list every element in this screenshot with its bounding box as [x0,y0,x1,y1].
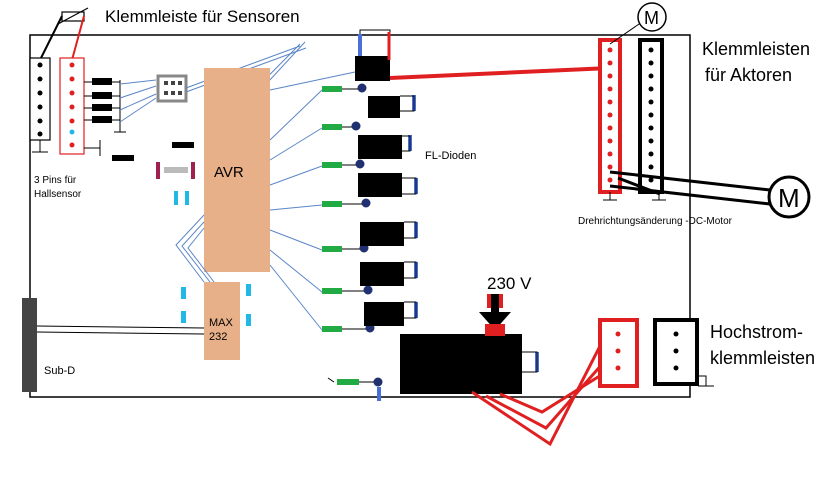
top-motor-symbol: M [644,8,659,28]
cyan-cap-a [174,191,178,205]
top-motor-icon [637,2,667,32]
top-motor-wire [609,21,643,45]
max-cap-1 [181,287,186,299]
power-wires-red [471,345,607,447]
hochstrom-label-1: Hochstrom- [710,322,803,342]
avr-max-wires [175,214,215,283]
sensor-terminal-black [29,57,51,153]
max232-label-2: 232 [209,331,227,343]
avr-output-wires [269,71,356,331]
sensor-terminal-title: Klemmleiste für Sensoren [105,7,300,26]
capacitor-2 [172,142,194,148]
avr-chip [204,68,270,272]
max-cap-2 [181,311,186,323]
direction-change-label: Drehrichtungsänderung -DC-Motor [578,216,733,227]
max232-chip [204,282,240,360]
hochstrom-terminal-black [653,318,714,387]
sensor-resistor-icon [39,7,89,61]
dc-motor-wires [609,170,771,206]
capacitor-1 [112,155,134,161]
actuator-wire-red [389,66,611,80]
actuator-terminal-black [638,38,664,194]
actuator-terminal-red [598,38,622,194]
avr-label: AVR [214,164,244,181]
hochstrom-terminal-red [598,318,639,388]
subd-connector [22,298,37,392]
subd-label: Sub-D [44,365,75,377]
sensor-pullup-resistors [84,78,126,156]
dc-motor-symbol: M [778,183,800,213]
relay-driver-stage [322,29,539,401]
max232-label-1: MAX [209,317,234,329]
hochstrom-label-2: klemmleisten [710,348,815,368]
max-cap-4 [246,314,251,326]
crystal [156,162,195,179]
aktoren-label-2: für Aktoren [705,65,792,85]
programming-header [156,74,188,103]
max-cap-3 [246,284,251,296]
fl-dioden-label: FL-Dioden [425,150,476,162]
dc-ground-icons [603,192,666,201]
voltage-arrow-icon [479,294,511,336]
subd-wire-2 [36,331,205,335]
voltage-label: 230 V [487,274,532,293]
cyan-cap-b [185,191,189,205]
hall-sensor-label-2: Hallsensor [34,189,82,200]
dc-motor-icon [767,175,811,219]
subd-wire-1 [36,325,205,329]
sensor-terminal-red [59,57,85,155]
aktoren-label-1: Klemmleisten [702,39,810,59]
power-relay [400,334,522,394]
hall-sensor-label-1: 3 Pins für [34,175,77,186]
